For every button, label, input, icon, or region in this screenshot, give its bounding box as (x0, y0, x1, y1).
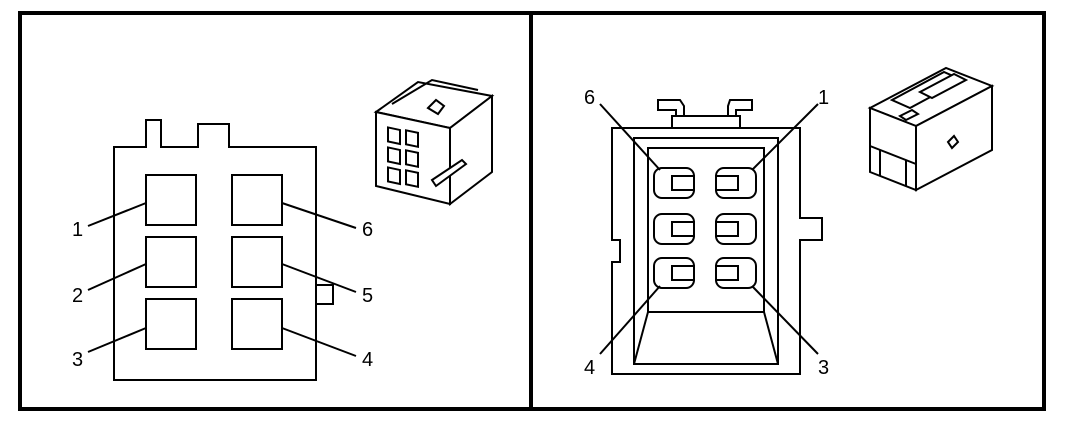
left-cavity-1 (145, 174, 197, 226)
left-connector-isometric (373, 78, 495, 207)
left-cavity-3 (145, 298, 197, 350)
leader-line-left-6 (281, 202, 357, 229)
left-pin-label-3: 3 (72, 349, 83, 371)
leader-line-left-5 (281, 263, 357, 293)
left-pin-label-2: 2 (72, 285, 83, 307)
left-cavity-5 (231, 236, 283, 288)
left-cavity-2 (145, 236, 197, 288)
leader-line-left-4 (281, 327, 357, 357)
leader-line-right-1 (751, 103, 819, 171)
right-terminal-5 (653, 213, 695, 245)
right-connector-face (611, 99, 823, 375)
left-pin-label-6: 6 (362, 219, 373, 241)
left-connector-face (113, 119, 334, 381)
left-cavity-6 (231, 174, 283, 226)
left-pin-label-5: 5 (362, 285, 373, 307)
leader-line-right-4 (599, 285, 661, 355)
left-pin-label-4: 4 (362, 349, 373, 371)
right-pin-label-4: 4 (584, 357, 595, 379)
leader-line-left-3 (87, 327, 147, 353)
right-terminal-3 (715, 257, 757, 289)
left-pin-label-1: 1 (72, 219, 83, 241)
right-connector-isometric (867, 66, 995, 192)
leader-line-left-2 (87, 263, 147, 291)
right-pin-label-1: 1 (818, 87, 829, 109)
left-cavity-4 (231, 298, 283, 350)
right-terminal-4 (653, 257, 695, 289)
leader-line-right-6 (599, 103, 661, 171)
leader-line-right-3 (751, 285, 819, 355)
right-pin-label-3: 3 (818, 357, 829, 379)
right-terminal-1 (715, 167, 757, 199)
right-terminal-2 (715, 213, 757, 245)
leader-line-left-1 (87, 202, 147, 227)
right-pin-label-6: 6 (584, 87, 595, 109)
right-terminal-6 (653, 167, 695, 199)
